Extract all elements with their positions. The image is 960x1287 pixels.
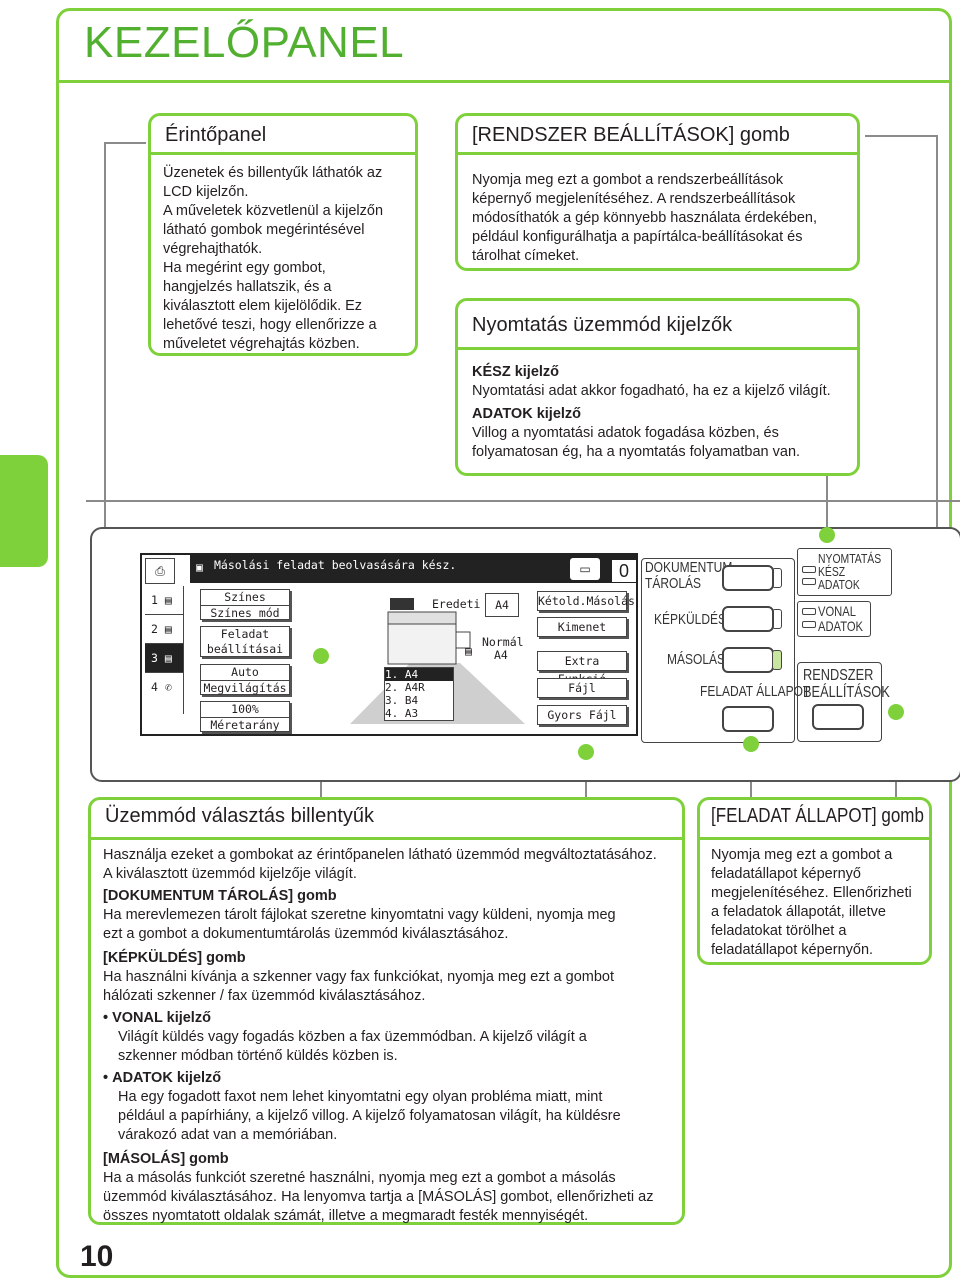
job-status-label: FELADAT ÁLLAPOT <box>700 683 811 700</box>
system-key-panel <box>797 662 882 742</box>
original-label: Eredeti <box>432 597 481 611</box>
mode-keys-text: Használja ezeket a gombokat az érintőpan… <box>103 847 657 1224</box>
job-queue-icon[interactable]: ▭ <box>570 558 600 580</box>
connector-line <box>104 142 106 542</box>
doc-filing-key[interactable] <box>722 565 774 591</box>
job-status-box <box>697 797 932 965</box>
tab-3[interactable]: 3 ▤ <box>145 644 183 673</box>
original-size[interactable]: A4 <box>485 593 519 617</box>
job-status-heading: [FELADAT ÁLLAPOT] gomb <box>711 805 924 827</box>
image-send-label: KÉPKÜLDÉS <box>654 611 727 628</box>
normal-label: Normál <box>482 635 524 649</box>
lcd-tabs: 1 ▤ 2 ▤ 3 ▤ 4 ✆ <box>145 586 184 714</box>
normal-size: A4 <box>494 648 508 662</box>
divider <box>455 347 860 350</box>
quick-file-button[interactable]: Gyors Fájl <box>537 705 627 725</box>
tray-item[interactable]: 3. B4 <box>385 694 419 707</box>
tray-item[interactable]: 4. A3 <box>385 707 419 720</box>
tray-list[interactable]: 1. A4 2. A4R 3. B4 4. A3 <box>384 667 454 721</box>
system-settings-heading: [RENDSZER BEÁLLÍTÁSOK] gomb <box>472 124 790 146</box>
copy-doc-icon: ▣ <box>196 560 203 574</box>
callout-dot <box>888 704 904 720</box>
file-button[interactable]: Fájl <box>537 678 627 698</box>
image-send-key[interactable] <box>722 606 774 632</box>
mode-keys-box <box>88 797 685 1225</box>
copy-key[interactable] <box>722 647 774 673</box>
connector-line <box>585 760 587 805</box>
ratio-button[interactable]: 100%Méretarány <box>200 701 290 732</box>
line-lamp <box>802 608 816 615</box>
paper-icon: ▤ <box>465 644 472 658</box>
divider <box>148 152 418 155</box>
print-mode-heading: Nyomtatás üzemmód kijelzők <box>472 314 733 336</box>
divider <box>697 837 932 840</box>
chapter-tab <box>0 455 48 567</box>
callout-dot <box>743 736 759 752</box>
mode-keys-heading: Üzemmód választás billentyűk <box>105 805 374 827</box>
page-title: KEZELŐPANEL <box>84 18 405 67</box>
callout-dot <box>578 744 594 760</box>
touch-panel-heading: Érintőpanel <box>165 124 267 146</box>
copy-indicator <box>772 650 782 670</box>
ready-lamp <box>802 566 816 573</box>
job-status-key[interactable] <box>722 706 774 732</box>
copy-count: 0 <box>612 560 636 582</box>
tab-2[interactable]: 2 ▤ <box>145 615 183 644</box>
connector-line <box>104 142 146 144</box>
page-number: 10 <box>80 1240 114 1273</box>
system-settings-text: Nyomja meg ezt a gombot a rendszerbeállí… <box>472 172 818 264</box>
copy-label: MÁSOLÁS <box>667 651 726 668</box>
connector-line <box>936 135 938 530</box>
tray-item[interactable]: 1. A4 <box>385 668 453 681</box>
data-lamp <box>802 578 816 585</box>
mode-key-panel <box>641 558 795 743</box>
duplex-button[interactable]: Kétold.Másolás <box>537 591 635 611</box>
print-indicator-panel <box>797 548 892 596</box>
connector-line <box>865 135 938 137</box>
lcd-status-bar <box>190 555 637 583</box>
system-settings-key[interactable] <box>812 704 864 730</box>
connector-line <box>86 500 960 502</box>
tab-4[interactable]: 4 ✆ <box>151 680 172 694</box>
connector-line <box>826 455 828 535</box>
divider <box>88 837 685 840</box>
image-send-indicator <box>772 609 782 629</box>
lcd-message: Másolási feladat beolvasására kész. <box>214 558 457 572</box>
doc-filing-indicator <box>772 568 782 588</box>
fax-indicator-panel <box>797 601 871 637</box>
output-button[interactable]: Kimenet <box>537 617 627 637</box>
callout-dot <box>313 648 329 664</box>
title-band <box>59 11 949 83</box>
print-mode-text: KÉSZ kijelző Nyomtatási adat akkor fogad… <box>472 364 831 460</box>
tab-1[interactable]: 1 ▤ <box>145 586 183 615</box>
print-mode-box <box>455 298 860 476</box>
system-settings-box <box>455 113 860 271</box>
fax-data-lamp <box>802 621 816 628</box>
callout-dot <box>819 527 835 543</box>
tray-item[interactable]: 2. A4R <box>385 681 425 694</box>
special-modes-button[interactable]: Extra Funkció <box>537 651 627 686</box>
divider <box>455 152 860 155</box>
printer-icon[interactable]: ⎙ <box>145 558 175 584</box>
